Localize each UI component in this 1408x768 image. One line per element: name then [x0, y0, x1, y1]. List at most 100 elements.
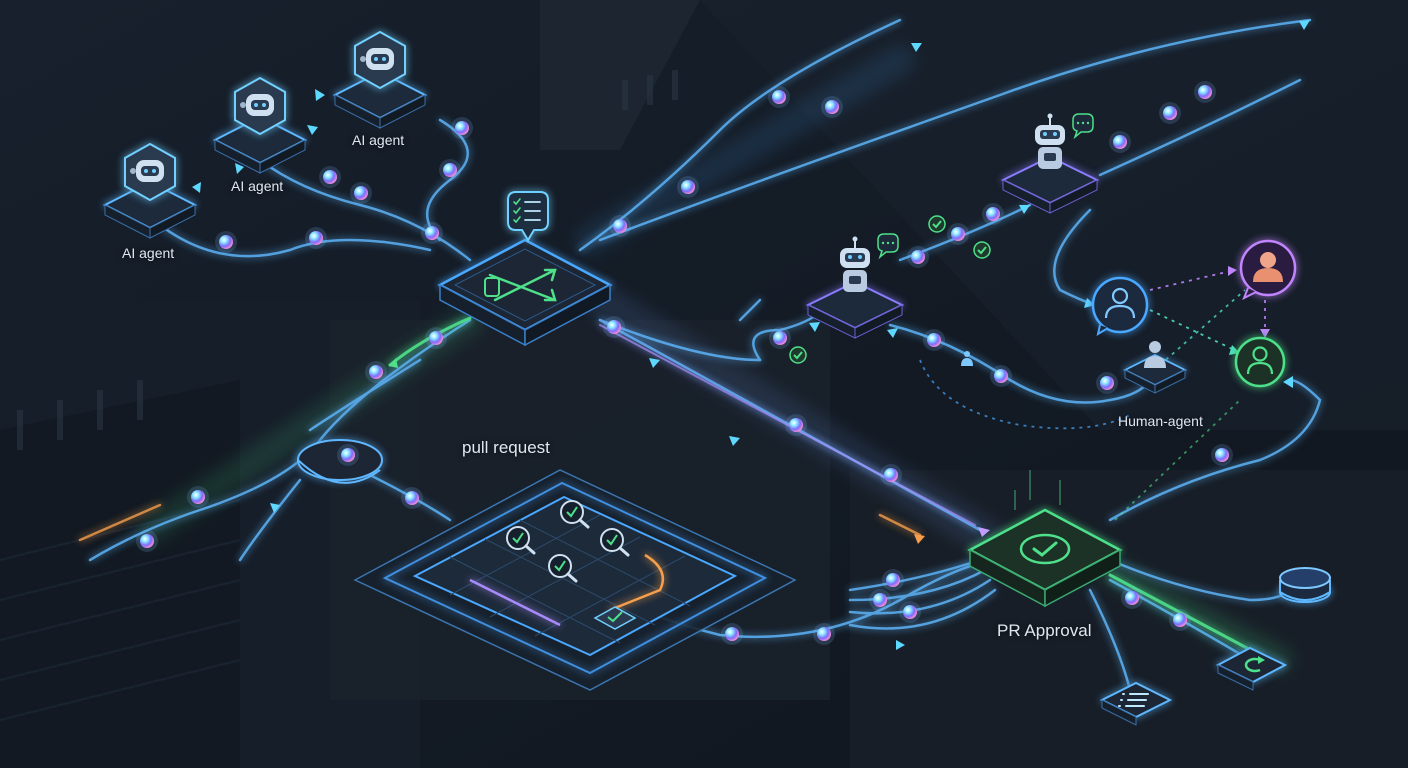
human-agent-node[interactable]: [1122, 341, 1188, 394]
data-orb: [443, 163, 457, 177]
accent-paths: [78, 316, 1262, 657]
refresh-icon: [1244, 656, 1265, 673]
data-orb: [369, 365, 383, 379]
data-orb: [994, 369, 1008, 383]
magnifier-check-icon: [506, 526, 536, 555]
data-orb: [903, 605, 917, 619]
data-orb: [1113, 135, 1127, 149]
check-circle-icon: [1019, 533, 1071, 565]
data-orb: [825, 100, 839, 114]
data-orb: [1125, 591, 1139, 605]
magnifier-check-icon: [600, 528, 630, 557]
chat-bubble-icon: [877, 233, 899, 260]
data-orb: [1100, 376, 1114, 390]
check-markers: [789, 215, 991, 364]
path-feed-4: [848, 588, 997, 630]
data-orb: [817, 627, 831, 641]
path-approval-db: [1108, 558, 1292, 602]
data-orb: [884, 468, 898, 482]
check-circle-icon: [928, 215, 946, 233]
data-orb: [1173, 613, 1187, 627]
database-node[interactable]: [1279, 567, 1331, 603]
funnel-node[interactable]: [297, 439, 383, 484]
check-circle-icon: [973, 241, 991, 259]
data-orb: [1163, 106, 1177, 120]
data-orb: [191, 490, 205, 504]
task-list-bubble-icon: [507, 191, 549, 242]
agent-label-1: AI agent: [122, 245, 175, 261]
robot-node-2[interactable]: [1000, 113, 1100, 214]
path-feed-1: [848, 558, 982, 592]
agent-label-3: AI agent: [352, 132, 405, 148]
person-icon: [1104, 287, 1136, 319]
data-orb: [789, 418, 803, 432]
agent-label-2: AI agent: [231, 178, 284, 194]
data-orb: [1215, 448, 1229, 462]
path-robot2-out: [1098, 78, 1302, 177]
path-hub-upper-right: [578, 18, 902, 252]
human-agent-label: Human-agent: [1118, 413, 1203, 429]
path-agent3-hub: [425, 118, 469, 242]
path-robot1-human: [888, 323, 1152, 404]
pr-approval-label: PR Approval: [997, 621, 1092, 640]
pr-approval-node[interactable]: [967, 470, 1123, 608]
data-orb: [354, 186, 368, 200]
person-icon: [1144, 341, 1166, 368]
magnifier-check-icon: [560, 500, 590, 529]
data-orb: [455, 121, 469, 135]
data-orb: [1198, 85, 1212, 99]
data-orb: [725, 627, 739, 641]
data-orb: [323, 170, 337, 184]
robot-node-1[interactable]: [805, 233, 905, 339]
orchestrator-hub[interactable]: [437, 191, 613, 347]
path-hub-right: [598, 318, 762, 362]
path-approval-human: [1108, 378, 1322, 522]
data-orb: [773, 331, 787, 345]
person-icon: [1246, 346, 1274, 375]
data-orb: [986, 207, 1000, 221]
data-orb: [429, 331, 443, 345]
path-hub-far-right: [598, 18, 1312, 242]
chat-bubble-icon: [1072, 113, 1094, 140]
path-feed-2: [848, 568, 987, 602]
robot-head-icon: [130, 160, 164, 182]
robot-head-icon: [360, 48, 394, 70]
pull-request-label: pull request: [462, 438, 550, 457]
path-agent1-hub: [158, 223, 432, 258]
path-hub-left: [88, 318, 472, 562]
data-orb: [873, 593, 887, 607]
person-icon: [1253, 252, 1283, 282]
human-bubble-purple[interactable]: [1239, 239, 1297, 301]
data-orb: [425, 226, 439, 240]
agent-node-1[interactable]: [102, 142, 198, 239]
data-orbs: [136, 81, 1233, 645]
robot-head-icon: [240, 94, 274, 116]
data-orb: [309, 231, 323, 245]
refresh-node[interactable]: [1215, 646, 1288, 691]
mini-person-icon: [961, 351, 973, 366]
agent-node-2[interactable]: [212, 76, 308, 174]
data-orb: [341, 448, 355, 462]
magnifier-check-icon: [548, 554, 578, 583]
robot-icon: [1035, 113, 1065, 169]
data-orb: [405, 491, 419, 505]
data-orb: [951, 227, 965, 241]
data-orb: [613, 219, 627, 233]
data-orb: [886, 573, 900, 587]
path-stub: [738, 298, 762, 322]
path-funnel-down: [238, 478, 302, 562]
data-orb: [772, 90, 786, 104]
list-node[interactable]: [1099, 681, 1173, 726]
path-feed-3: [848, 578, 992, 615]
path-approval-list: [1088, 588, 1132, 692]
human-connections: [919, 269, 1266, 521]
human-bubble-blue[interactable]: [1091, 276, 1149, 337]
agent-node-3[interactable]: [332, 30, 428, 129]
human-bubble-green[interactable]: [1234, 336, 1286, 388]
data-orb: [911, 250, 925, 264]
pull-request-board[interactable]: [353, 469, 797, 691]
robot-icon: [840, 236, 870, 292]
data-orb: [681, 180, 695, 194]
